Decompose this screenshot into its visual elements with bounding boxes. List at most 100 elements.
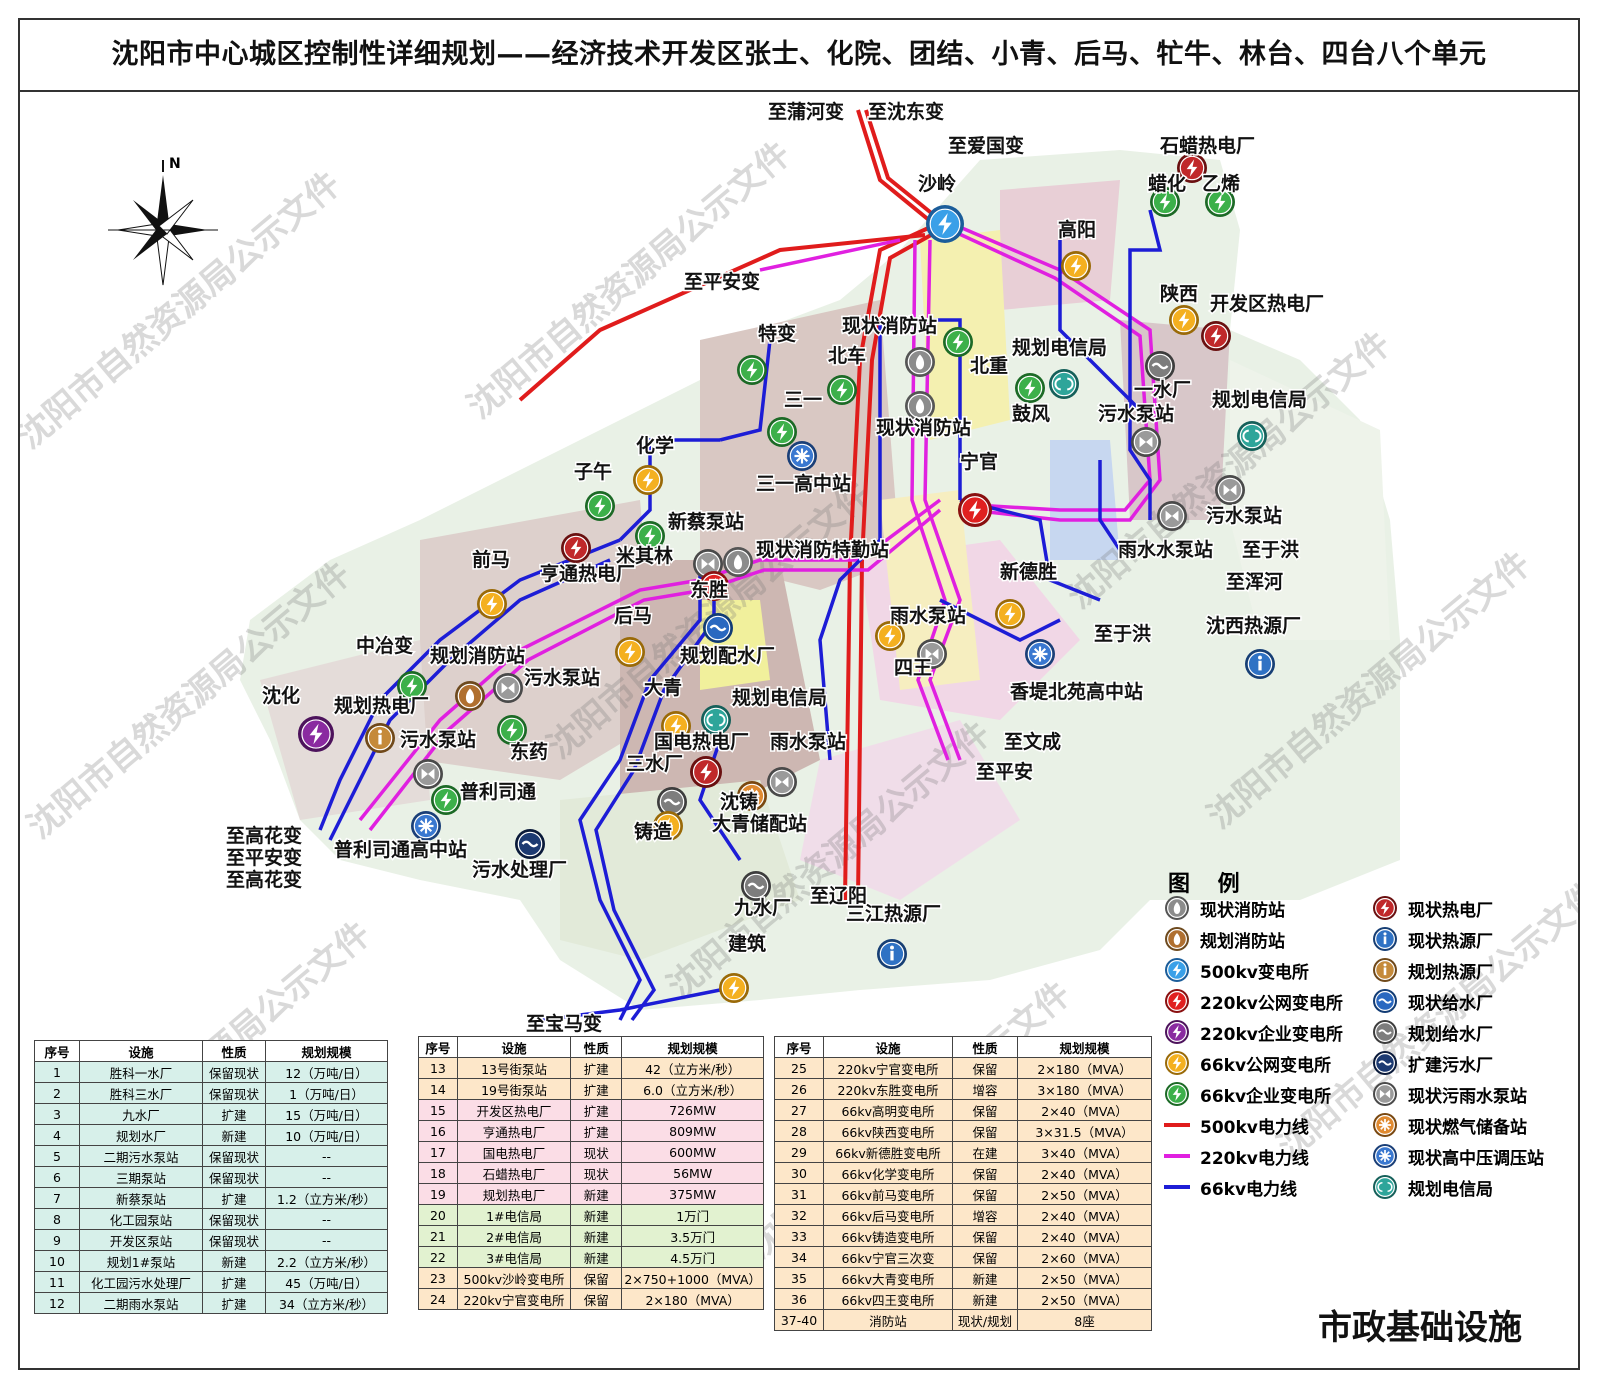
table-cell: 26 — [774, 1078, 824, 1100]
table-cell: 规划热电厂 — [456, 1183, 572, 1205]
substation-66kv-enterprise-icon — [1015, 373, 1045, 403]
table-cell: 在建 — [952, 1141, 1018, 1163]
table-cell: 29 — [774, 1141, 824, 1163]
section-title: 市政基础设施 — [1318, 1308, 1522, 1348]
table-cell: 3×40（MVA） — [1017, 1141, 1152, 1163]
table-cell: 胜科一水厂 — [79, 1061, 203, 1083]
substation-66kv-public-icon — [719, 973, 749, 1003]
table-cell: 1（万吨/日） — [265, 1082, 388, 1104]
table-cell: 35 — [774, 1267, 824, 1289]
map-label: 至辽阳 — [810, 885, 867, 907]
table-cell: 现状/规划 — [952, 1309, 1018, 1331]
table-cell: 6 — [34, 1166, 80, 1188]
table-cell: 726MW — [621, 1099, 764, 1121]
substation-66kv-enterprise-icon — [1150, 187, 1180, 217]
table-cell: 扩建 — [202, 1103, 266, 1125]
map-label: 规划电信局 — [1212, 388, 1307, 411]
map-label: 规划消防站 — [430, 644, 525, 667]
substation-66kv-enterprise-icon — [827, 375, 857, 405]
table-cell: 胜科三水厂 — [79, 1082, 203, 1104]
table-cell: 保留 — [570, 1288, 623, 1310]
legend-item: 现状燃气储备站 — [1370, 1111, 1527, 1139]
map-label: 开发区热电厂 — [1210, 292, 1324, 315]
table-cell: 36 — [774, 1288, 824, 1310]
telecom-icon — [1049, 369, 1079, 399]
map-label: 子午 — [574, 460, 612, 483]
map-label: 至蒲河变 — [768, 100, 844, 123]
map-label: 雨水水泵站 — [1118, 538, 1213, 561]
table-header: 性质 — [202, 1040, 266, 1062]
table-cell: 消防站 — [823, 1309, 953, 1331]
planned-fire-station-icon — [455, 681, 485, 711]
table-cell: 扩建 — [570, 1057, 623, 1079]
thermal-plant-icon — [690, 756, 722, 788]
sewage-plant-icon — [515, 829, 545, 859]
table-header: 设施 — [79, 1040, 203, 1062]
substation-220kv-public-icon — [1165, 989, 1189, 1013]
legend-label: 扩建污水厂 — [1408, 1055, 1493, 1076]
table-cell: 45（万吨/日） — [265, 1271, 388, 1293]
table-cell: 22 — [418, 1246, 458, 1268]
legend-label: 现状热源厂 — [1408, 931, 1493, 952]
heat-source-icon — [877, 939, 907, 969]
table-cell: 66kv四王变电所 — [823, 1288, 953, 1310]
table-cell: -- — [265, 1145, 388, 1167]
map-label: 规划电信局 — [732, 686, 827, 709]
table-cell: 现状 — [570, 1162, 623, 1184]
table-cell: 九水厂 — [79, 1103, 203, 1125]
planned-heat-source-icon — [1373, 958, 1397, 982]
planned-heat-source-icon — [365, 723, 395, 753]
table-cell: 新建 — [952, 1267, 1018, 1289]
thermal-plant-icon — [1373, 896, 1397, 920]
table-cell: 2×50（MVA） — [1017, 1267, 1152, 1289]
table-cell: 扩建 — [570, 1120, 623, 1142]
table-cell: 扩建 — [202, 1292, 266, 1314]
table-cell: 三期泵站 — [79, 1166, 203, 1188]
table-cell: 66kv后马变电所 — [823, 1204, 953, 1226]
table-cell: 2×180（MVA） — [621, 1288, 764, 1310]
table-cell: 1#电信局 — [456, 1204, 572, 1226]
map-label: 亨通热电厂 — [540, 562, 635, 585]
table-cell: 保留现状 — [202, 1082, 266, 1104]
map-label: 至平安 — [976, 760, 1033, 783]
substation-66kv-enterprise-icon — [1205, 187, 1235, 217]
table-cell: 保留 — [952, 1225, 1018, 1247]
legend-item: 500kv变电所 — [1162, 956, 1309, 984]
legend-label: 500kv变电所 — [1200, 962, 1309, 983]
table-cell: 14 — [418, 1078, 458, 1100]
table-cell: 220kv宁官变电所 — [456, 1288, 572, 1310]
map-label: 东胜 — [690, 578, 728, 601]
substation-66kv-public-icon — [995, 599, 1025, 629]
legend-label: 现状燃气储备站 — [1408, 1117, 1527, 1138]
table-cell: 2×50（MVA） — [1017, 1288, 1152, 1310]
pressure-station-icon — [411, 811, 441, 841]
map-label: 至于洪 — [1242, 539, 1299, 561]
map-label: 蜡化 — [1148, 172, 1186, 195]
north-label: N — [169, 156, 181, 172]
table-cell: 66kv铸造变电所 — [823, 1225, 953, 1247]
substation-66kv-enterprise-icon — [397, 671, 427, 701]
table-cell: 扩建 — [202, 1271, 266, 1293]
map-label: 一水厂 — [1134, 379, 1191, 401]
map-label: 三江热源厂 — [846, 902, 941, 925]
map-label: 国电热电厂 — [654, 730, 749, 753]
gas-storage-icon — [737, 781, 767, 811]
table-cell: 增容 — [952, 1078, 1018, 1100]
map-label: 至文成 — [1004, 730, 1061, 753]
fire-station-icon — [905, 347, 935, 377]
table-cell: 4.5万门 — [621, 1246, 764, 1268]
map-label: 大青储配站 — [712, 812, 807, 835]
water-plant-icon — [1373, 989, 1397, 1013]
table-cell: 7 — [34, 1187, 80, 1209]
table-cell: 8 — [34, 1208, 80, 1230]
thermal-plant-icon — [1201, 321, 1231, 351]
map-label: 铸造 — [634, 820, 673, 843]
legend-label: 现状高中压调压站 — [1408, 1148, 1544, 1169]
